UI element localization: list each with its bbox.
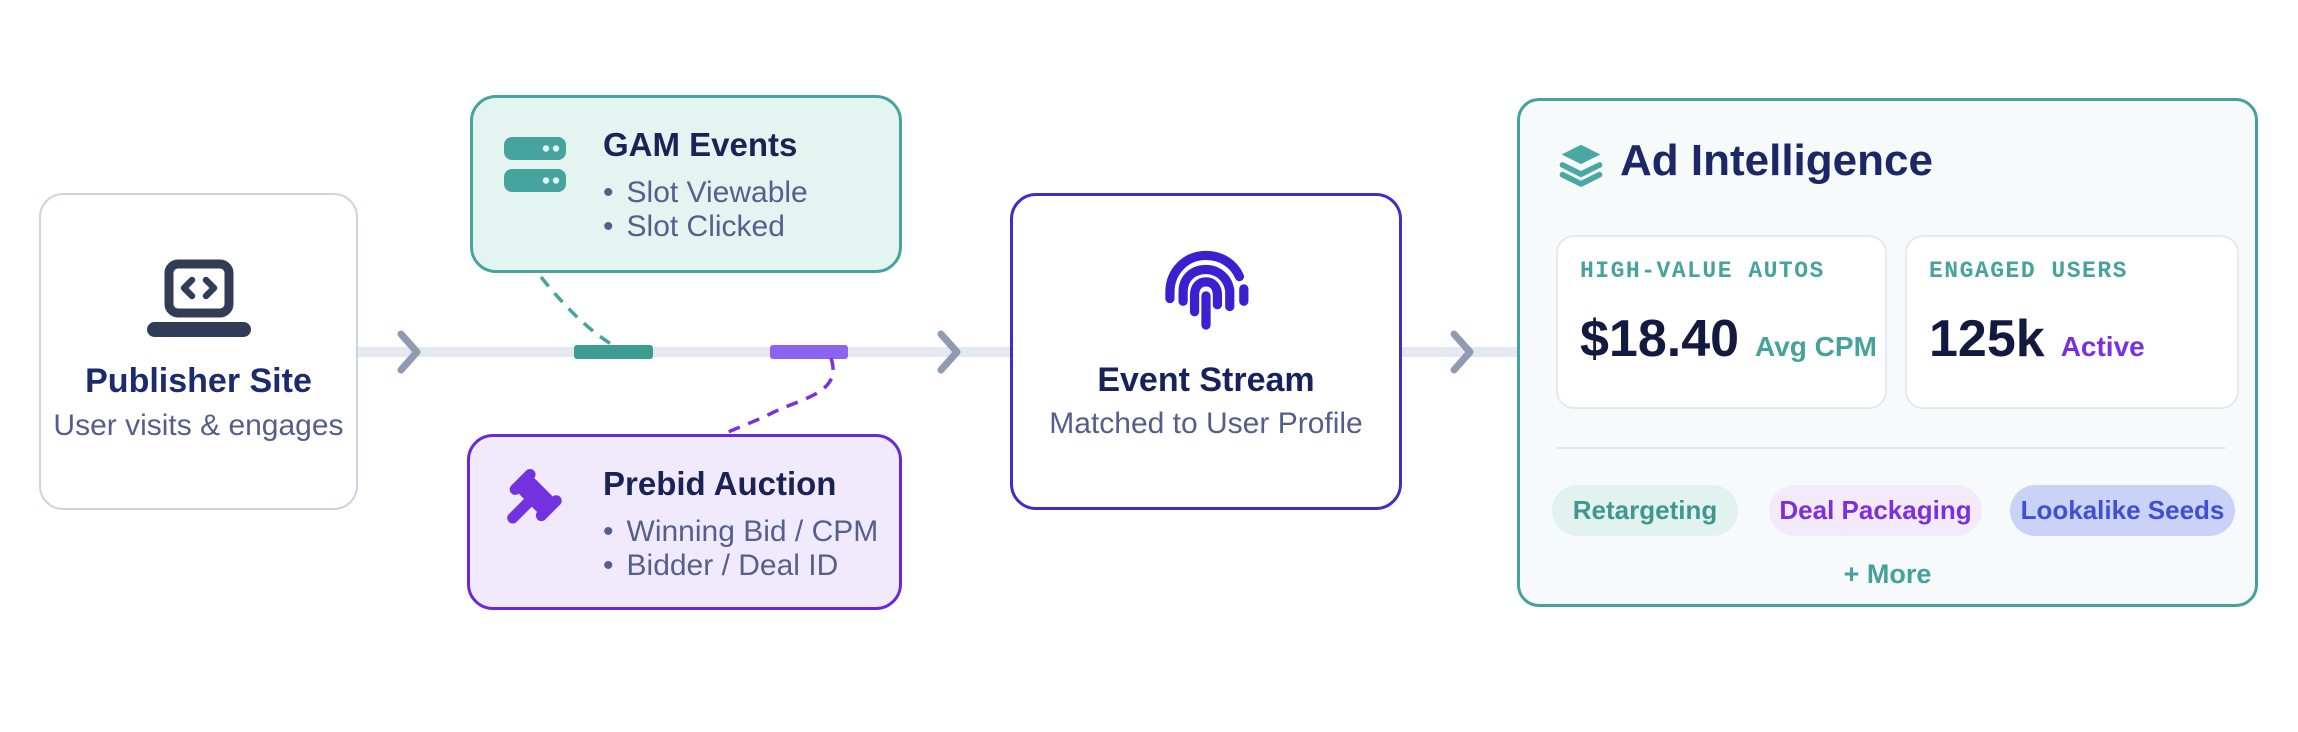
arrow-right-icon: [937, 330, 961, 374]
stat-card-suffix: Active: [2060, 331, 2145, 362]
chip-lookalike-seeds[interactable]: Lookalike Seeds: [2010, 485, 2235, 536]
more-link[interactable]: + More: [1843, 559, 1932, 589]
ad-intelligence-title: Ad Intelligence: [1620, 136, 1933, 185]
gavel-icon: [507, 469, 562, 524]
stat-card-value: $18.40: [1580, 310, 1740, 368]
server-icon: [504, 137, 566, 192]
publisher-site-subtitle: User visits & engages: [53, 409, 344, 442]
stat-card-high-value-autos: HIGH-VALUE AUTOS $18.40 Avg CPM: [1556, 235, 1887, 409]
timeline-tick-gam: [574, 345, 653, 359]
publisher-site-node: Publisher Site User visits & engages: [39, 193, 358, 510]
gam-bullet-slot-clicked: Slot Clicked: [603, 210, 808, 244]
event-stream-title: Event Stream: [1097, 361, 1315, 399]
stat-card-engaged-users: ENGAGED USERS 125k Active: [1905, 235, 2239, 409]
prebid-auction-title: Prebid Auction: [603, 465, 837, 502]
gam-events-bullets: Slot Viewable Slot Clicked: [603, 176, 808, 244]
gam-bullet-slot-viewable: Slot Viewable: [603, 176, 808, 210]
prebid-bullet-bidder-deal: Bidder / Deal ID: [603, 549, 878, 583]
gam-events-node: GAM Events Slot Viewable Slot Clicked: [470, 95, 902, 273]
chip-retargeting[interactable]: Retargeting: [1552, 485, 1738, 536]
gam-events-title: GAM Events: [603, 126, 798, 163]
laptop-code-icon: [146, 259, 251, 337]
publisher-site-title: Publisher Site: [85, 362, 312, 400]
prebid-auction-node: Prebid Auction Winning Bid / CPM Bidder …: [467, 434, 902, 610]
layers-icon: [1559, 144, 1603, 187]
timeline-line: [358, 347, 1519, 357]
event-stream-node: Event Stream Matched to User Profile: [1010, 193, 1402, 510]
timeline-tick-prebid: [770, 345, 848, 359]
event-stream-subtitle: Matched to User Profile: [1049, 407, 1363, 440]
fingerprint-icon: [1165, 250, 1249, 330]
arrow-right-icon: [1450, 330, 1474, 374]
chip-deal-packaging[interactable]: Deal Packaging: [1769, 485, 1982, 536]
panel-divider: [1556, 447, 2226, 449]
prebid-auction-bullets: Winning Bid / CPM Bidder / Deal ID: [603, 515, 879, 583]
stat-card-value-row: 125k Active: [1929, 309, 2145, 369]
prebid-connector-line: [721, 357, 835, 437]
ad-intelligence-panel: Ad Intelligence HIGH-VALUE AUTOS $18.40 …: [1517, 98, 2258, 607]
stat-card-value: 125k: [1929, 310, 2045, 368]
arrow-right-icon: [397, 330, 421, 374]
stat-card-label: ENGAGED USERS: [1929, 258, 2128, 284]
stat-card-label: HIGH-VALUE AUTOS: [1580, 258, 1825, 284]
stat-card-suffix: Avg CPM: [1755, 331, 1877, 362]
gam-connector-line: [539, 275, 617, 349]
stat-card-value-row: $18.40 Avg CPM: [1580, 309, 1877, 369]
prebid-bullet-winning-bid: Winning Bid / CPM: [603, 515, 879, 549]
